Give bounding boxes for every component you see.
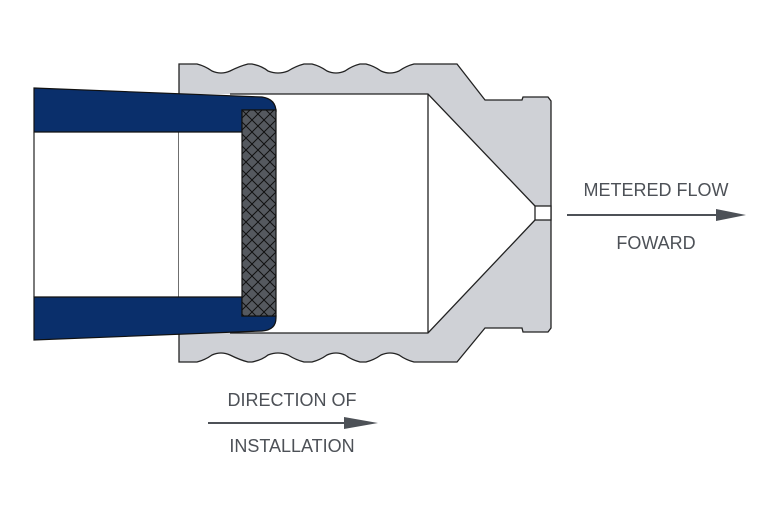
flow-arrow: [567, 209, 746, 221]
bore-outline: [230, 93, 536, 334]
installation-arrow-head: [344, 417, 378, 429]
orifice: [534, 205, 552, 221]
installation-arrow: [208, 417, 378, 429]
flow-arrow-head: [716, 209, 746, 221]
label-installation: INSTALLATION: [229, 436, 354, 456]
label-metered-flow: METERED FLOW: [583, 180, 728, 200]
label-direction-of: DIRECTION OF: [228, 390, 357, 410]
label-forward: FOWARD: [616, 233, 695, 253]
screen-filter: [241, 109, 277, 317]
